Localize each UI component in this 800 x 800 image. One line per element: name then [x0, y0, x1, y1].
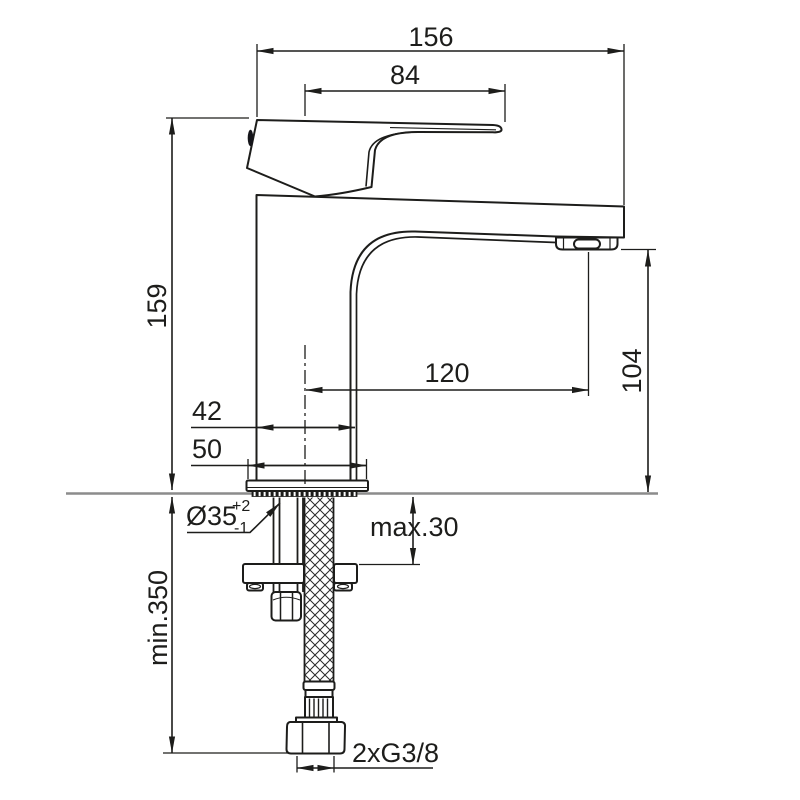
- handle-cap-detail: [247, 129, 254, 147]
- mounting-nut: [270, 591, 302, 622]
- dim-body-width: 42: [191, 396, 356, 431]
- dim-label-base-width: 50: [192, 434, 222, 464]
- dim-overall-height: 159: [142, 117, 249, 491]
- dim-label-overall-height: 159: [142, 283, 172, 328]
- dim-lever-length: 84: [304, 60, 506, 122]
- dim-outlet-height: 104: [617, 248, 656, 493]
- under-counter-assembly: [242, 490, 358, 755]
- dim-total-projection: 156: [256, 22, 625, 205]
- dim-supply-connection: 2xG3/8: [296, 738, 439, 773]
- faucet-body: [245, 119, 625, 492]
- dim-min-clearance: min.350: [143, 496, 288, 754]
- dim-label-body-width: 42: [192, 396, 222, 426]
- dim-label-hole-tol-plus: +2: [232, 498, 250, 515]
- dim-base-width: 50: [191, 434, 368, 479]
- base-flange: [245, 479, 369, 492]
- mounting-bracket: [242, 563, 358, 592]
- dim-label-max-deck-thickness: max.30: [370, 512, 459, 542]
- dim-label-hole-tol-minus: -1: [234, 520, 248, 537]
- aerator: [555, 236, 619, 251]
- supply-hose: [285, 497, 347, 755]
- dim-spout-reach: 120: [305, 252, 590, 396]
- dim-hole-diameter: Ø35 +2 -1: [186, 498, 281, 537]
- dim-label-min-clearance: min.350: [143, 570, 173, 666]
- dim-label-outlet-height: 104: [617, 348, 647, 393]
- dim-label-spout-reach: 120: [424, 358, 469, 388]
- handle-lever: [246, 119, 503, 198]
- dim-label-supply-connection: 2xG3/8: [352, 738, 439, 768]
- dim-label-lever-length: 84: [390, 60, 420, 90]
- hose-crimp-ribs: [308, 698, 329, 717]
- dim-label-total-projection: 156: [408, 22, 453, 52]
- connection-nut: [285, 721, 347, 755]
- dim-label-hole-diameter: Ø35: [186, 501, 237, 531]
- dim-max-deck-thickness: max.30: [359, 496, 459, 566]
